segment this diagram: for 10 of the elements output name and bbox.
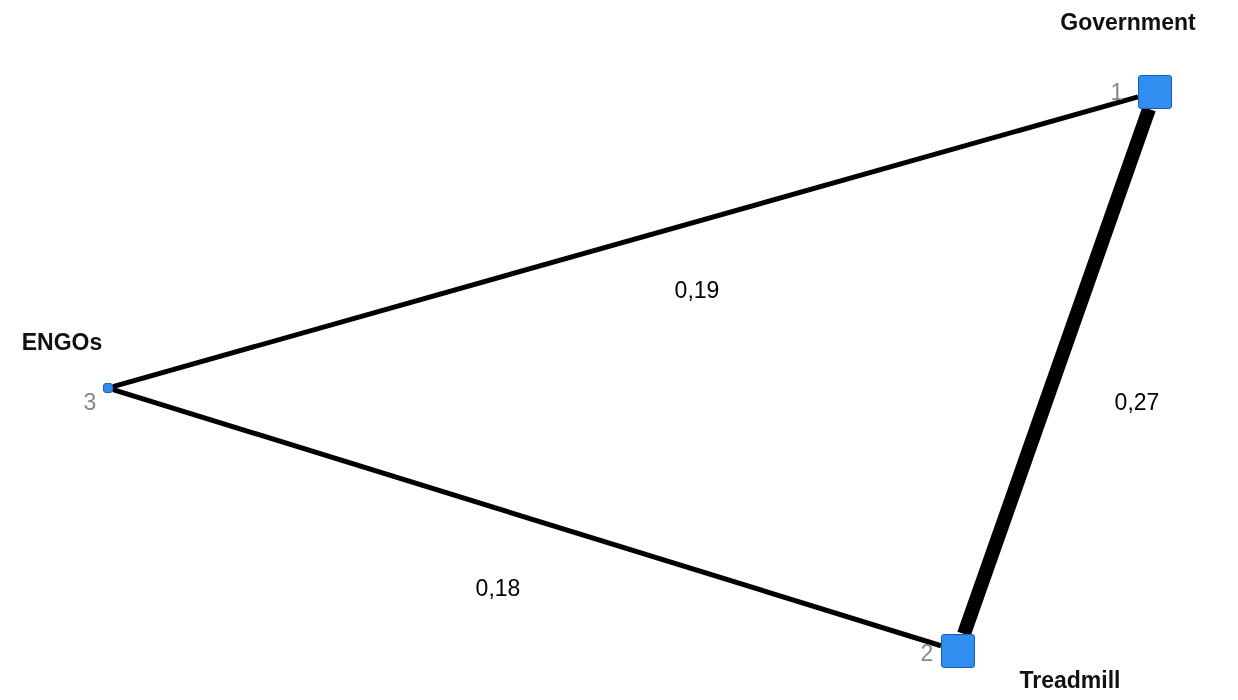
node-square [941,634,975,668]
node-number: 3 [83,390,97,414]
connector-line [112,387,942,649]
node-label: Treadmill [1019,666,1121,694]
connector-line [112,94,1139,389]
node-label: ENGOs [21,328,103,356]
node-number: 1 [1110,80,1124,104]
node-square [1138,75,1172,109]
node-number: 2 [920,641,934,665]
node-label: Government [1060,8,1196,36]
